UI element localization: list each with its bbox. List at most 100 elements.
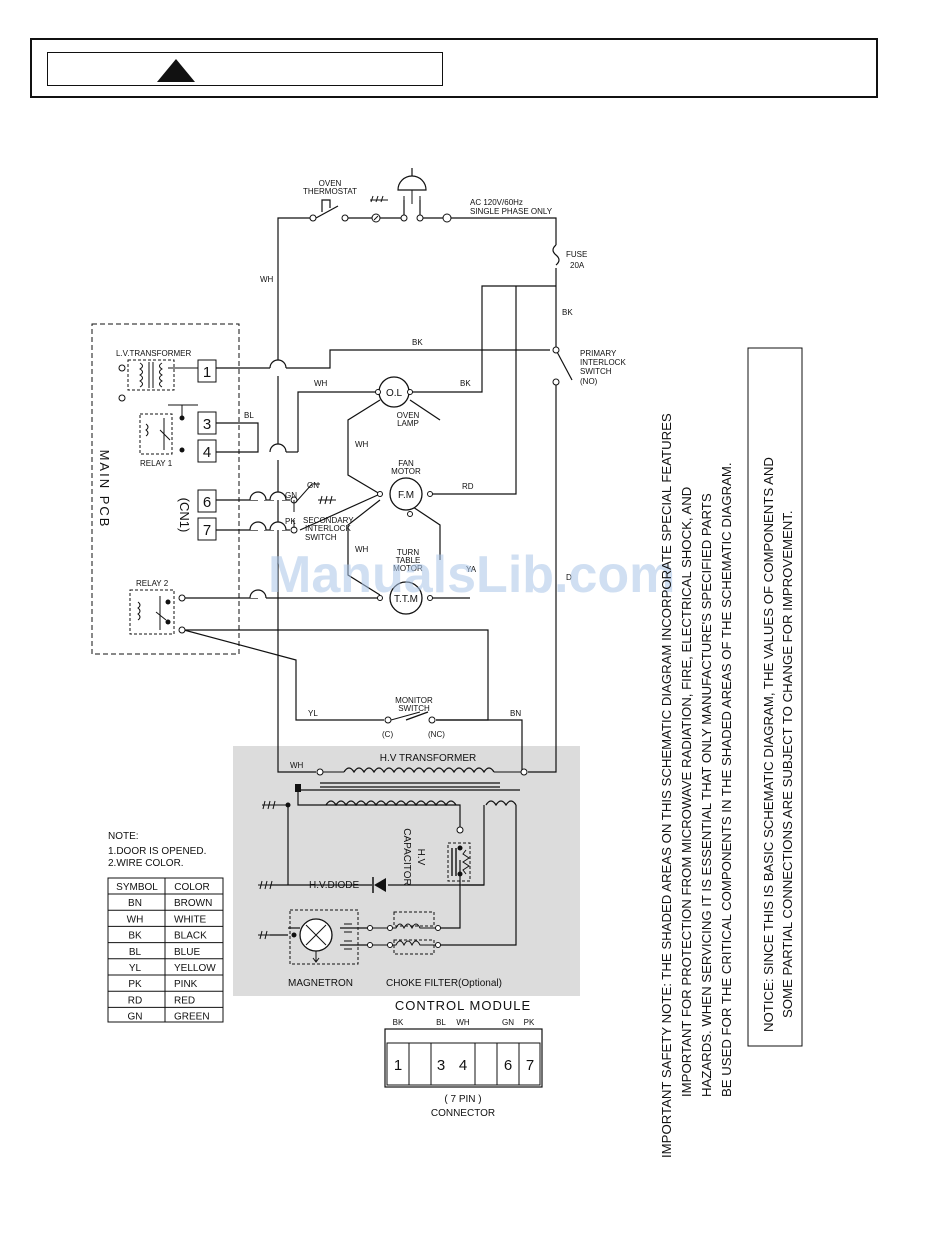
main-pcb-box (91, 323, 240, 655)
svg-text:PK: PK (524, 1018, 535, 1027)
warning-box (47, 52, 443, 86)
note-line: 2.WIRE COLOR. (108, 858, 184, 869)
primary-switch-terminal (552, 378, 560, 386)
primary-switch-terminal (552, 346, 560, 354)
primary-switch-label: PRIMARY (580, 349, 617, 358)
fan-motor-label: MOTOR (391, 467, 421, 476)
oven-lamp-label: OVEN (397, 411, 420, 420)
ac-supply-label: SINGLE PHASE ONLY (470, 207, 553, 216)
wire-label: RD (462, 482, 474, 491)
control-module-title: CONTROL MODULE (395, 998, 531, 1013)
oven-thermostat-label: OVEN (319, 179, 342, 188)
note-line: 1.DOOR IS OPENED. (108, 846, 206, 857)
oven-lamp-label: LAMP (397, 419, 419, 428)
safety-note: IMPORTANT SAFETY NOTE: THE SHADED AREAS … (659, 413, 734, 1158)
ground-icon (318, 495, 336, 505)
svg-text:7: 7 (526, 1057, 534, 1074)
wiring (183, 200, 573, 946)
svg-text:SOME PARTIAL CONNECTIONS ARE S: SOME PARTIAL CONNECTIONS ARE SUBJECT TO … (780, 510, 795, 1018)
svg-text:7: 7 (203, 522, 211, 539)
terminal-icon (442, 213, 452, 223)
wire-label: WH (355, 545, 369, 554)
relay1-label: RELAY 1 (140, 459, 173, 468)
lv-transformer (118, 359, 198, 406)
relay2-label: RELAY 2 (136, 579, 169, 588)
monitor-switch-label: MONITOR (395, 696, 433, 705)
primary-switch-label: INTERLOCK (580, 358, 626, 367)
wire-crossovers (249, 359, 287, 599)
main-pcb-label: MAIN PCB (97, 450, 112, 529)
svg-text:WH: WH (456, 1018, 470, 1027)
svg-text:BK: BK (393, 1018, 404, 1027)
header-frame (30, 38, 878, 98)
monitor-nc-label: (NC) (428, 730, 445, 739)
turntable-label: MOTOR (393, 564, 423, 573)
relay-icon (139, 404, 198, 455)
wire-label: WH (290, 761, 304, 770)
table-symbol: PK (128, 979, 142, 990)
secondary-switch-label: SECONDARY (303, 516, 354, 525)
wire-label: BK (412, 338, 423, 347)
svg-text:6: 6 (504, 1057, 512, 1074)
lv-transformer-label: L.V.TRANSFORMER (116, 349, 191, 358)
fan-motor-symbol: F.M (398, 490, 414, 501)
turntable-label: TABLE (396, 556, 421, 565)
wire-label: D (566, 573, 572, 582)
ground-icon (258, 880, 278, 890)
turntable-label: TURN (397, 548, 419, 557)
ground-icon (370, 195, 388, 203)
wire-label: GN (307, 481, 319, 490)
relay-icon (129, 589, 186, 635)
oven-thermostat (309, 199, 349, 222)
control-module: CONTROL MODULE BK BL WH GN PK 1 3 4 6 7 … (384, 998, 543, 1119)
table-color: BROWN (174, 898, 212, 909)
svg-text:4: 4 (203, 444, 211, 461)
wire-label: BK (562, 308, 573, 317)
wire-label: BK (460, 379, 471, 388)
svg-text:4: 4 (459, 1057, 467, 1074)
hv-diode-label: H.V.DIODE (309, 880, 360, 891)
svg-text:6: 6 (203, 494, 211, 511)
oven-lamp-symbol: O.L (386, 388, 403, 399)
svg-text:( 7 PIN ): ( 7 PIN ) (444, 1094, 481, 1105)
wire-label: PK (285, 517, 296, 526)
table-header: SYMBOL (116, 882, 158, 893)
table-color: WHITE (174, 914, 207, 925)
table-color: YELLOW (174, 963, 216, 974)
diode-icon (372, 877, 386, 893)
wire-color-labels: WH BK BK BL WH BK WH RD GN GN PK WH YA D… (244, 275, 573, 770)
svg-text:3: 3 (437, 1057, 445, 1074)
svg-text:IMPORTANT FOR PROTECTION FROM: IMPORTANT FOR PROTECTION FROM MICROWAVE … (679, 487, 694, 1097)
table-symbol: BL (129, 947, 142, 958)
table-color: GREEN (174, 1012, 210, 1023)
wire-label: GN (285, 491, 297, 500)
turntable-symbol: T.T.M (394, 594, 418, 605)
table-color: PINK (174, 979, 198, 990)
wire-label: BN (510, 709, 521, 718)
table-color: RED (174, 995, 195, 1006)
hv-capacitor-label: CAPACITOR (401, 828, 412, 885)
secondary-interlock-switch (290, 483, 320, 534)
table-symbol: WH (127, 914, 144, 925)
monitor-switch (384, 711, 436, 724)
table-header: COLOR (174, 882, 210, 893)
table-symbol: YL (129, 963, 142, 974)
watermark: ManualsLib.com (268, 546, 675, 604)
oven-thermostat-label: THERMOSTAT (303, 187, 357, 196)
monitor-switch-label: SWITCH (398, 704, 430, 713)
svg-text:1: 1 (394, 1057, 402, 1074)
pcb-pin-numbers: 1 3 4 6 7 (203, 364, 211, 539)
table-symbol: BK (128, 931, 142, 942)
warning-triangle-icon (157, 59, 195, 82)
table-color: BLACK (174, 931, 207, 942)
svg-text:BL: BL (436, 1018, 446, 1027)
component-labels: OVEN THERMOSTAT AC 120V/60Hz SINGLE PHAS… (97, 179, 626, 989)
svg-text:1: 1 (203, 364, 211, 381)
monitor-c-label: (C) (382, 730, 393, 739)
note-block: NOTE: 1.DOOR IS OPENED. 2.WIRE COLOR. (108, 831, 206, 869)
power-plug-icon (397, 168, 427, 222)
table-symbol: RD (128, 995, 142, 1006)
ground-icon (262, 800, 288, 810)
wire-label: WH (355, 440, 369, 449)
